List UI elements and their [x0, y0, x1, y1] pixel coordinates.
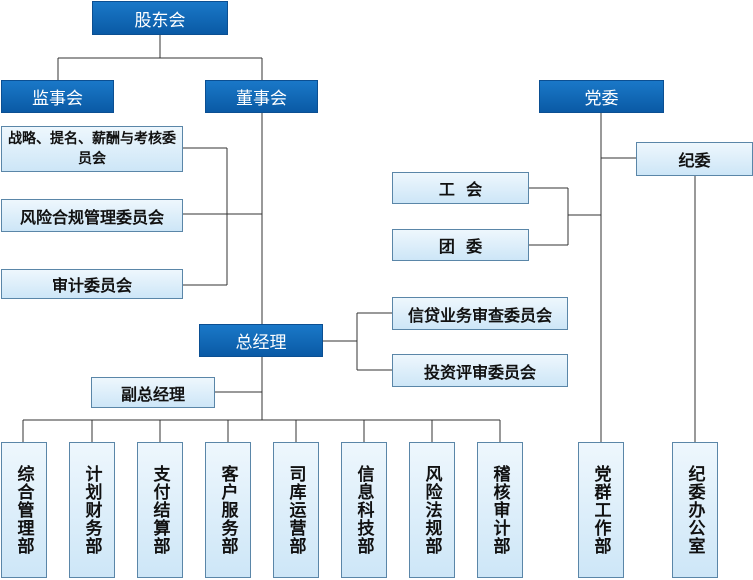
dept-general-management: 综合管理部 — [1, 442, 47, 578]
board-of-directors-box: 董事会 — [205, 80, 318, 113]
strategy-committee-box: 战略、提名、薪酬与考核委员会 — [1, 126, 183, 172]
dept-discipline-office: 纪委办公室 — [672, 442, 718, 578]
union-box: 工 会 — [392, 172, 529, 204]
dept-customer-service: 客户服务部 — [205, 442, 251, 578]
investment-committee-box: 投资评审委员会 — [392, 354, 568, 387]
dept-treasury-operations: 司库运营部 — [273, 442, 319, 578]
supervisory-board-box: 监事会 — [1, 80, 114, 113]
dept-audit: 稽核审计部 — [477, 442, 523, 578]
audit-committee-box: 审计委员会 — [1, 269, 183, 299]
dept-party-affairs: 党群工作部 — [578, 442, 624, 578]
youth-league-box: 团 委 — [392, 229, 529, 261]
discipline-committee-box: 纪委 — [636, 142, 753, 176]
dept-information-technology: 信息科技部 — [341, 442, 387, 578]
party-committee-box: 党委 — [539, 80, 664, 113]
shareholders-box: 股东会 — [92, 1, 228, 35]
deputy-gm-box: 副总经理 — [91, 377, 215, 408]
risk-committee-box: 风险合规管理委员会 — [1, 199, 183, 232]
dept-payment-settlement: 支付结算部 — [137, 442, 183, 578]
dept-risk-legal: 风险法规部 — [409, 442, 455, 578]
general-manager-box: 总经理 — [199, 324, 323, 357]
credit-committee-box: 信贷业务审查委员会 — [392, 297, 568, 330]
dept-planning-finance: 计划财务部 — [69, 442, 115, 578]
